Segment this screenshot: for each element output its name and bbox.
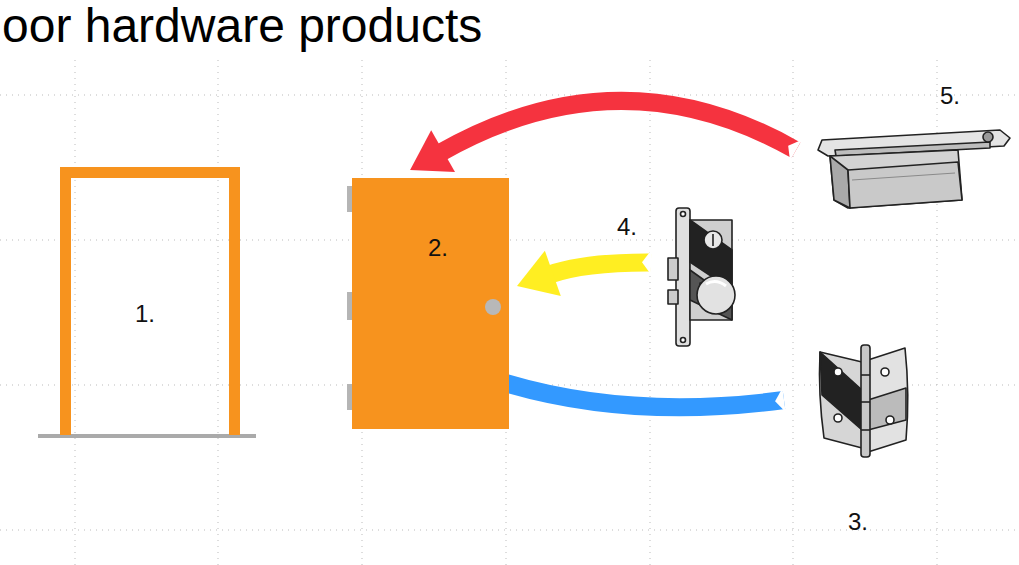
- callout-number: 5.: [940, 82, 960, 110]
- door-knob: [485, 299, 501, 315]
- arrow-shaft: [440, 101, 796, 153]
- callout-number: 2.: [428, 234, 448, 262]
- door-closer-item: 5.: [800, 80, 1015, 210]
- arrow-tail-notch: [788, 140, 802, 161]
- arrow-tail-notch: [775, 388, 786, 412]
- callout-number: 1.: [135, 300, 155, 328]
- lockset-drawing: [668, 208, 735, 346]
- grid-dots: [0, 60, 1019, 565]
- lockset-item: 4.: [655, 205, 735, 345]
- arrow-tail-notch: [642, 250, 651, 274]
- curved-arrow: [410, 101, 802, 172]
- hinge-drawing: [820, 345, 908, 457]
- door-frame: 1.: [60, 167, 240, 435]
- door-leaf: 2.: [352, 178, 509, 429]
- arrow-shaft: [549, 262, 651, 274]
- door-closer-drawing: [818, 130, 1010, 208]
- callout-number: 4.: [617, 213, 637, 241]
- curved-arrow: [517, 250, 651, 296]
- callout-number: 3.: [848, 508, 868, 536]
- arrow-head: [517, 251, 561, 296]
- hinge-item: 3.: [790, 340, 920, 540]
- page-title: oor hardware products: [2, 0, 482, 54]
- arrow-head: [410, 130, 455, 172]
